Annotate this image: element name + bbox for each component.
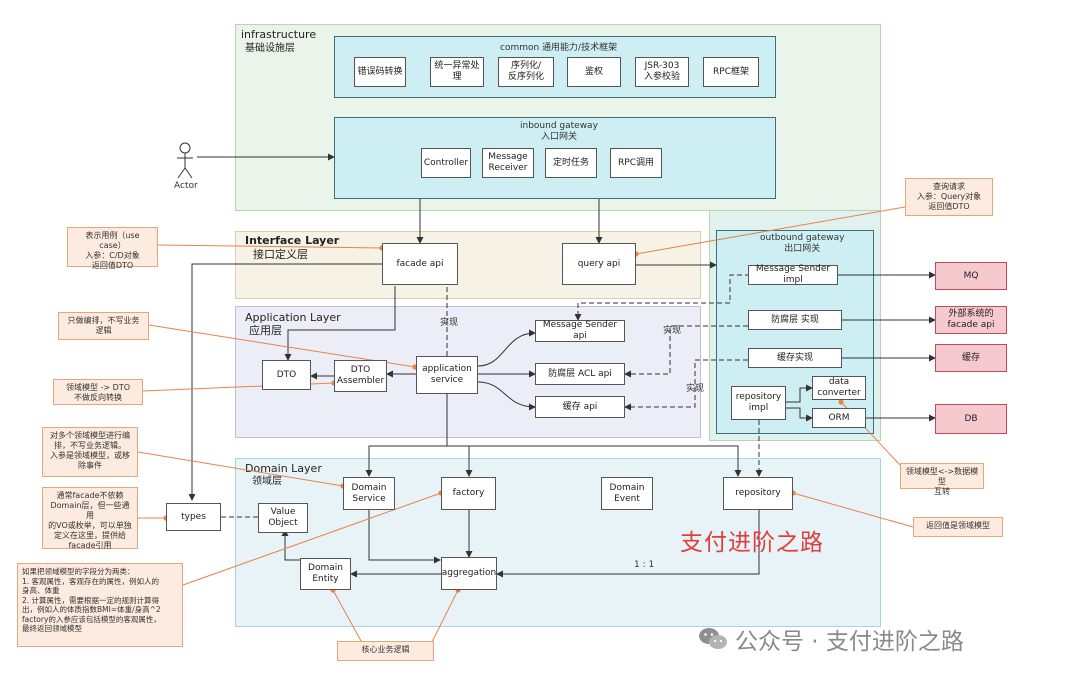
repository-impl: repository impl <box>731 386 786 420</box>
common-item: 错误码转换 <box>354 57 406 87</box>
application-subtitle: 应用层 <box>249 324 282 337</box>
inbound-scheduled-task: 定时任务 <box>545 148 597 178</box>
common-item: 统一异常处 理 <box>430 57 484 87</box>
domain-title: Domain Layer <box>245 462 322 475</box>
impl-label: 实现 <box>663 326 682 336</box>
domain-event: Domain Event <box>601 477 653 510</box>
common-panel <box>334 36 776 98</box>
db-box: DB <box>935 404 1007 434</box>
dto-assembler: DTO Assembler <box>334 360 387 392</box>
query-api: query api <box>562 243 636 285</box>
aggregation: aggregation <box>441 557 497 590</box>
value-object: Value Object <box>258 503 308 533</box>
orm: ORM <box>812 408 866 428</box>
cache-box: 缓存 <box>935 344 1007 372</box>
domain-service: Domain Service <box>343 477 395 510</box>
infrastructure-subtitle: 基础设施层 <box>245 43 295 54</box>
note-converter: 领域模型<->数据模型 互转 <box>900 463 984 496</box>
actor-label: Actor <box>174 181 198 191</box>
acl-impl: 防腐层 实现 <box>748 310 842 330</box>
footer-text: 公众号 · 支付进阶之路 <box>735 629 964 655</box>
facade-api: facade api <box>382 243 458 285</box>
cache-api: 缓存 api <box>535 396 625 418</box>
wechat-icon <box>698 626 728 652</box>
message-sender-api: Message Sender api <box>535 320 625 342</box>
note-entity: 如果把领域模型的字段分为两类： 1. 客观属性，客观存在的属性，例如人的 身高、… <box>17 563 183 647</box>
domain-subtitle: 领域层 <box>252 476 282 487</box>
types: types <box>166 503 221 531</box>
actor-figure <box>177 142 193 179</box>
outbound-title: outbound gateway 出口网关 <box>760 233 845 254</box>
note-use-case: 表示用例（use case） 入参：C/D对象 返回值DTO <box>67 227 158 270</box>
common-item: JSR-303 入参校验 <box>635 57 689 87</box>
domain-entity: Domain Entity <box>300 558 351 590</box>
impl-label: 实现 <box>440 318 459 328</box>
interface-title: Interface Layer <box>245 234 340 247</box>
message-sender-impl: Message Sender impl <box>748 264 838 285</box>
mq-box: MQ <box>935 262 1007 290</box>
note-core-logic: 核心业务逻辑 <box>337 641 434 661</box>
note-repository: 返回值是领域模型 <box>913 517 1003 537</box>
ratio-label: 1 : 1 <box>634 560 655 570</box>
watermark-text: 支付进阶之路 <box>680 530 824 556</box>
common-item: 鉴权 <box>567 57 621 87</box>
common-item: RPC框架 <box>703 57 759 87</box>
note-domain-to-dto: 领域模型 -> DTO 不做反向转换 <box>53 379 143 405</box>
note-query: 查询请求 入参：Query对象 返回值DTO <box>905 178 993 216</box>
impl-label: 实现 <box>686 384 705 394</box>
common-item: 序列化/ 反序列化 <box>498 57 554 87</box>
external-facade-box: 外部系统的 facade api <box>935 306 1007 334</box>
dto: DTO <box>262 360 311 390</box>
factory: factory <box>441 477 496 510</box>
application-service: application service <box>416 356 478 394</box>
inbound-message-receiver: Message Receiver <box>482 148 534 178</box>
inbound-controller: Controller <box>421 148 471 178</box>
inbound-title: inbound gateway 入口网关 <box>520 121 598 142</box>
cache-impl: 缓存实现 <box>748 348 842 368</box>
infrastructure-title: infrastructure <box>241 28 317 41</box>
note-domain-service: 对多个领域模型进行编 排，不写业务逻辑。 入参是领域模型，或移 除事件 <box>42 427 138 477</box>
acl-api: 防腐层 ACL api <box>535 363 625 385</box>
common-title: common 通用能力/技术框架 <box>500 43 618 53</box>
interface-subtitle: 接口定义层 <box>253 248 308 261</box>
repository: repository <box>723 477 793 510</box>
application-title: Application Layer <box>245 311 341 324</box>
note-orchestration: 只做编排，不写业务 逻辑 <box>58 312 149 340</box>
inbound-rpc-call: RPC调用 <box>610 148 662 178</box>
inbound-gateway <box>334 117 776 199</box>
note-types: 通常facade不依赖 Domain层，但一些通用 的VO或枚举，可以单独 定义… <box>42 487 138 550</box>
data-converter: data converter <box>812 376 866 400</box>
